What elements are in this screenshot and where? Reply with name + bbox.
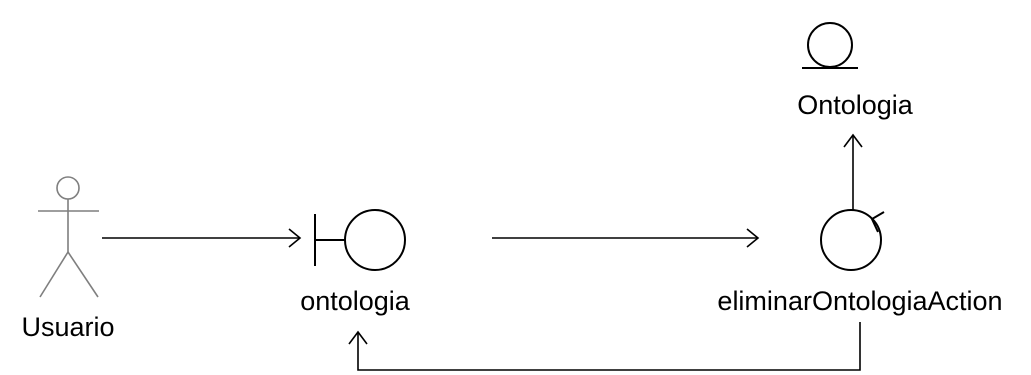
entity-ontologia[interactable]: Ontologia <box>797 22 914 120</box>
boundary-ontologia[interactable]: ontologia <box>300 209 411 316</box>
actor-icon <box>38 176 99 298</box>
control-eliminar-ontologia-action[interactable]: eliminarOntologiaAction <box>717 209 1003 316</box>
association-control-to-entity[interactable] <box>843 133 863 210</box>
association-actor-to-boundary[interactable] <box>102 228 302 248</box>
association-boundary-to-control[interactable] <box>492 228 760 248</box>
entity-icon <box>802 22 858 69</box>
boundary-label: ontologia <box>300 286 411 316</box>
control-icon <box>820 209 885 271</box>
control-label: eliminarOntologiaAction <box>717 286 1002 316</box>
association-control-to-boundary[interactable] <box>348 322 861 371</box>
actor-usuario[interactable]: Usuario <box>21 176 115 342</box>
actor-label: Usuario <box>21 312 114 342</box>
entity-label: Ontologia <box>797 90 914 120</box>
boundary-icon <box>314 209 406 271</box>
